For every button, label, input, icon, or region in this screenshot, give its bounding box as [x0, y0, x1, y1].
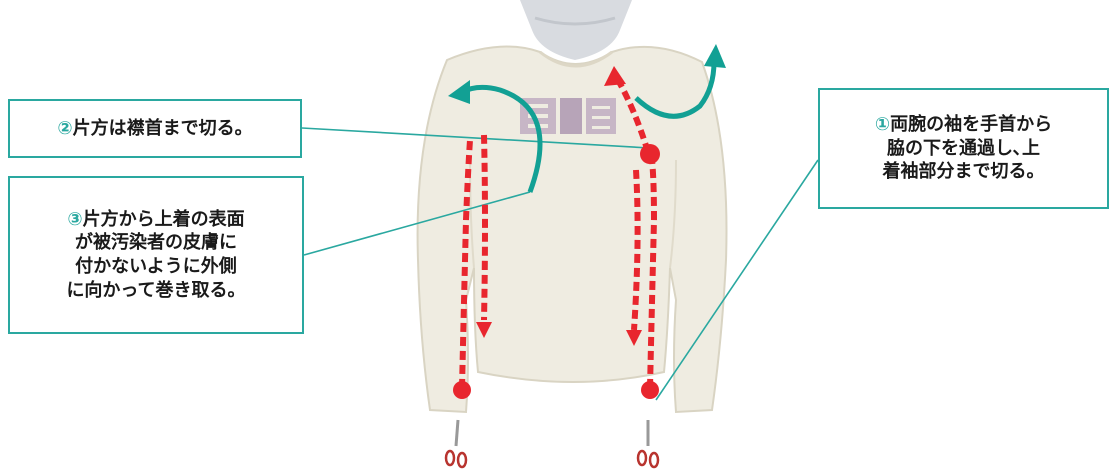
step-number-3: ③	[67, 209, 82, 230]
callout-step-2: ②片方は襟首まで切る。	[8, 99, 302, 158]
cut-start-dot-icon	[641, 381, 659, 399]
step-number-1: ①	[875, 114, 890, 135]
step-3-line-2: が被汚染者の皮膚に	[66, 231, 245, 255]
callout-step-3: ③片方から上着の表面 が被汚染者の皮膚に 付かないように外側 に向かって巻き取る…	[8, 176, 304, 334]
step-1-line-2: 脇の下を通過し､上	[875, 137, 1052, 161]
scissors-icon	[446, 420, 466, 467]
step-1-line-1: 両腕の袖を手首から	[890, 114, 1052, 135]
step-number-2: ②	[57, 118, 72, 139]
step-1-line-3: 着袖部分まで切る。	[875, 160, 1052, 184]
step-3-line-1: 片方から上着の表面	[83, 209, 245, 230]
step-2-line-1: 片方は襟首まで切る。	[73, 118, 253, 139]
cut-start-dot-icon	[453, 381, 471, 399]
cut-start-dot-icon	[640, 144, 660, 164]
step-3-line-4: に向かって巻き取る。	[66, 279, 245, 303]
step-3-line-3: 付かないように外側	[66, 255, 245, 279]
scissors-icon	[638, 420, 658, 467]
callout-step-1: ①両腕の袖を手首から 脇の下を通過し､上 着袖部分まで切る。	[818, 88, 1109, 209]
